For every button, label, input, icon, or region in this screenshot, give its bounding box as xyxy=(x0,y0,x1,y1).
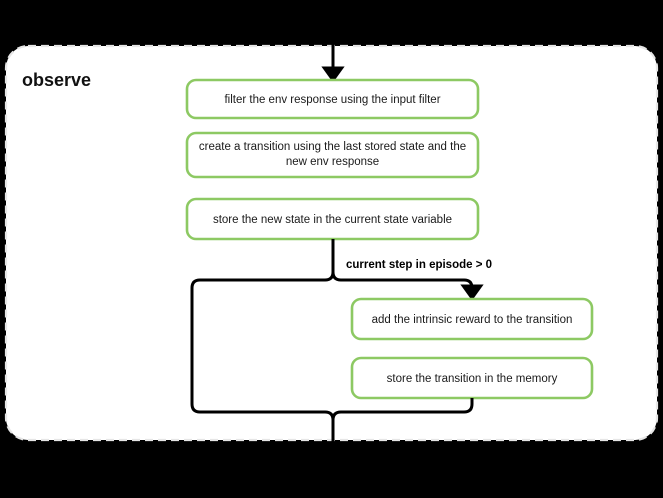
node-store-transition-memory-label: store the transition in the memory xyxy=(387,373,558,385)
edge-condition-branch-to-add-intrinsic-reward xyxy=(331,271,484,301)
node-store-new-state[interactable]: store the new state in the current state… xyxy=(185,197,480,241)
node-create-transition-box xyxy=(185,131,480,179)
node-store-transition-memory[interactable]: store the transition in the memory xyxy=(350,356,594,400)
node-add-intrinsic-reward-label: add the intrinsic reward to the transiti… xyxy=(372,314,573,326)
node-create-transition-label-line1: create a transition using the last store… xyxy=(199,141,466,153)
node-add-intrinsic-reward-box xyxy=(350,297,594,341)
node-store-new-state-label: store the new state in the current state… xyxy=(213,214,452,226)
edge-label-condition-current-step: current step in episode > 0 xyxy=(346,259,492,271)
node-add-intrinsic-reward[interactable]: add the intrinsic reward to the transiti… xyxy=(350,297,594,341)
group-title: observe xyxy=(22,70,91,90)
node-create-transition[interactable]: create a transition using the last store… xyxy=(185,131,480,179)
edge-bypass-branch xyxy=(190,271,335,421)
node-filter-env-response-label: filter the env response using the input … xyxy=(224,94,440,106)
edge-merge-from-right-branch xyxy=(331,398,474,421)
node-create-transition-label-line2: new env response xyxy=(286,156,379,168)
node-filter-env-response[interactable]: filter the env response using the input … xyxy=(185,78,480,120)
node-filter-env-response-box xyxy=(185,78,480,120)
